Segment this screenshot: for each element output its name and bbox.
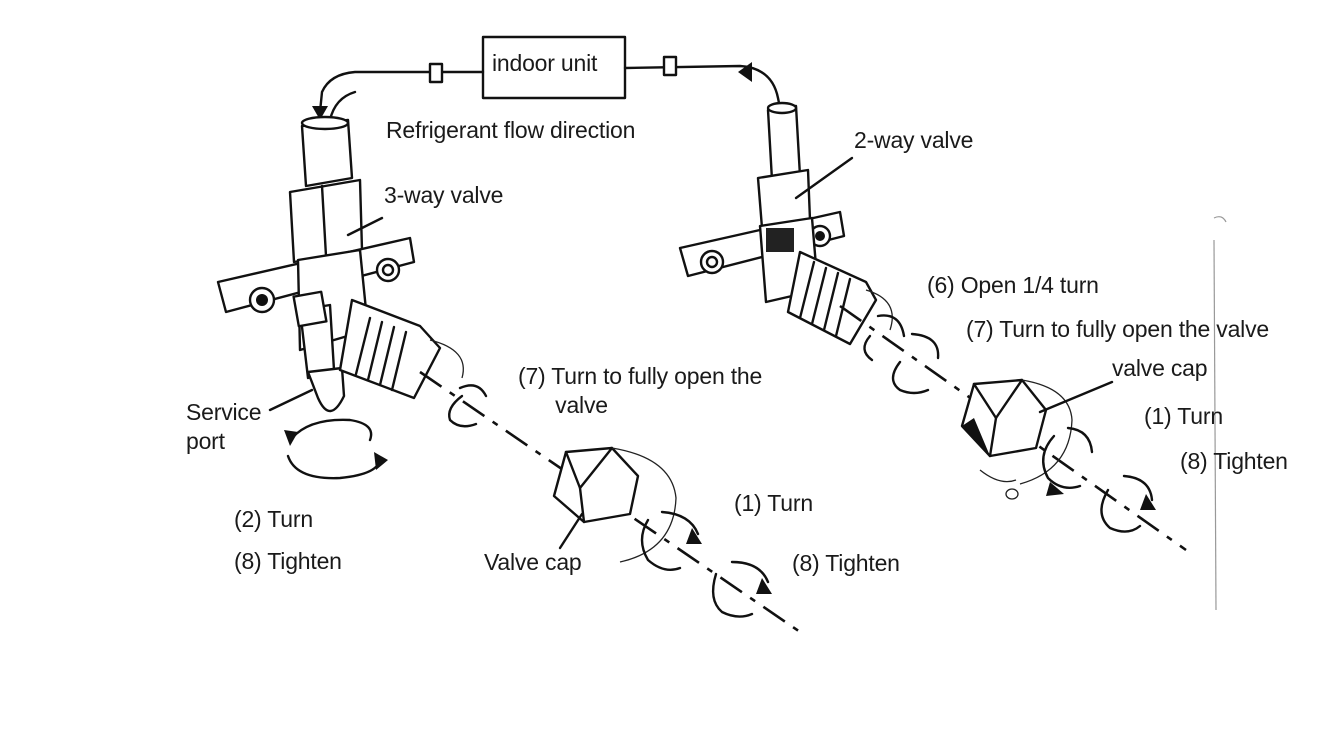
two-way-valve-label: 2-way valve	[854, 127, 974, 153]
right-open-quarter-label: (6) Open 1/4 turn	[927, 272, 1099, 298]
right-cap-tighten-label: (8) Tighten	[1180, 448, 1288, 474]
scan-mark	[1213, 216, 1227, 223]
scan-edge-line	[1213, 239, 1217, 611]
gas-pipe	[623, 64, 782, 110]
three-way-valve-label: 3-way valve	[384, 182, 504, 208]
left-valve-cap-label: Valve cap	[484, 549, 582, 575]
flow-direction-label: Refrigerant flow direction	[386, 117, 636, 143]
service-port-rotation	[268, 388, 388, 480]
liquid-pipe	[318, 70, 485, 114]
left-cap-turn-label: (1) Turn	[734, 490, 813, 516]
flow-arrow-right	[738, 62, 752, 82]
service-turn-label: (2) Turn	[234, 506, 313, 532]
left-cap-assembly	[419, 370, 807, 638]
right-valve-cap-label: valve cap	[1112, 355, 1208, 381]
left-open-valve-label: (7) Turn to fully open the valve	[518, 363, 763, 418]
right-cap-assembly	[839, 304, 1187, 552]
two-way-valve-drawing	[678, 101, 893, 346]
pipe-fitting-left	[428, 62, 444, 84]
pipe-fitting-right	[662, 55, 678, 77]
indoor-unit-group	[312, 35, 782, 122]
right-open-valve-label: (7) Turn to fully open the valve	[966, 316, 1269, 342]
indoor-unit-label: indoor unit	[492, 50, 598, 76]
service-tighten-label: (8) Tighten	[234, 548, 342, 574]
flow-arrow-left	[312, 106, 328, 120]
three-way-valve-drawing	[216, 115, 464, 413]
service-port-label: Service port	[186, 399, 262, 454]
flow-arrow-tail	[328, 90, 357, 122]
right-cap-turn-label: (1) Turn	[1144, 403, 1223, 429]
left-cap-tighten-label: (8) Tighten	[792, 550, 900, 576]
indoor-unit-box	[481, 35, 627, 100]
